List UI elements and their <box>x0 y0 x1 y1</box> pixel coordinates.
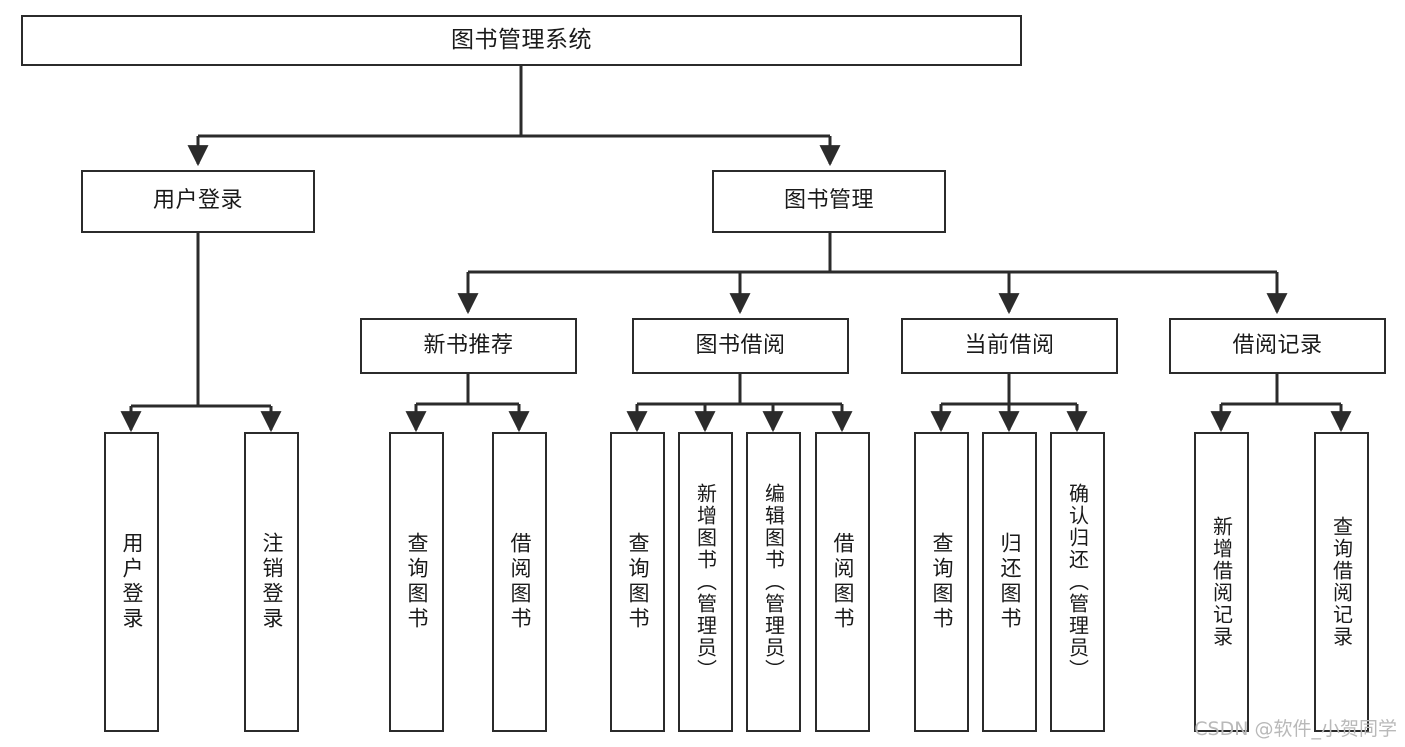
node-leaf-add-borrow-record-label: 新增借阅记录 <box>1209 516 1234 648</box>
node-leaf-query-borrow-record[interactable]: 查询借阅记录 <box>1314 432 1369 732</box>
node-leaf-borrow-book-recommend-label: 借阅图书 <box>508 532 532 632</box>
node-leaf-edit-book-admin-label: 编辑图书（管理员） <box>761 483 786 681</box>
node-leaf-add-book-admin-label: 新增图书（管理员） <box>693 483 718 681</box>
watermark-text: CSDN @软件_小贺同学 <box>1194 718 1397 740</box>
node-root-label: 图书管理系统 <box>451 26 592 53</box>
node-leaf-edit-book-admin[interactable]: 编辑图书（管理员） <box>746 432 801 732</box>
node-current-borrow-label: 当前借阅 <box>964 332 1055 358</box>
node-new-book-recommend[interactable]: 新书推荐 <box>360 318 577 374</box>
node-leaf-query-book-recommend[interactable]: 查询图书 <box>389 432 444 732</box>
node-leaf-query-book-borrow[interactable]: 查询图书 <box>610 432 665 732</box>
node-book-borrow-label: 图书借阅 <box>695 332 786 358</box>
node-leaf-confirm-return-admin[interactable]: 确认归还（管理员） <box>1050 432 1105 732</box>
node-leaf-borrow-book-label: 借阅图书 <box>831 532 855 632</box>
node-user-login-label: 用户登录 <box>152 188 243 214</box>
node-current-borrow[interactable]: 当前借阅 <box>901 318 1118 374</box>
node-leaf-query-book-current-label: 查询图书 <box>930 532 954 632</box>
node-leaf-confirm-return-admin-label: 确认归还（管理员） <box>1065 483 1090 681</box>
node-book-management-label: 图书管理 <box>783 188 874 214</box>
node-leaf-add-borrow-record[interactable]: 新增借阅记录 <box>1194 432 1249 732</box>
node-leaf-query-book-current[interactable]: 查询图书 <box>914 432 969 732</box>
node-user-login[interactable]: 用户登录 <box>81 170 315 233</box>
node-leaf-user-login[interactable]: 用户登录 <box>104 432 159 732</box>
node-leaf-query-book-borrow-label: 查询图书 <box>626 532 650 632</box>
node-book-management[interactable]: 图书管理 <box>712 170 946 233</box>
node-root[interactable]: 图书管理系统 <box>21 15 1022 66</box>
node-borrow-record-label: 借阅记录 <box>1232 332 1323 358</box>
node-leaf-query-borrow-record-label: 查询借阅记录 <box>1329 516 1354 648</box>
node-leaf-borrow-book[interactable]: 借阅图书 <box>815 432 870 732</box>
node-leaf-logout[interactable]: 注销登录 <box>244 432 299 732</box>
node-leaf-return-book[interactable]: 归还图书 <box>982 432 1037 732</box>
node-leaf-query-book-recommend-label: 查询图书 <box>405 532 429 632</box>
node-leaf-logout-label: 注销登录 <box>260 532 284 632</box>
node-leaf-add-book-admin[interactable]: 新增图书（管理员） <box>678 432 733 732</box>
node-leaf-borrow-book-recommend[interactable]: 借阅图书 <box>492 432 547 732</box>
node-book-borrow[interactable]: 图书借阅 <box>632 318 849 374</box>
node-leaf-return-book-label: 归还图书 <box>998 532 1022 632</box>
node-leaf-user-login-label: 用户登录 <box>120 532 144 632</box>
node-borrow-record[interactable]: 借阅记录 <box>1169 318 1386 374</box>
node-new-book-recommend-label: 新书推荐 <box>423 332 514 358</box>
